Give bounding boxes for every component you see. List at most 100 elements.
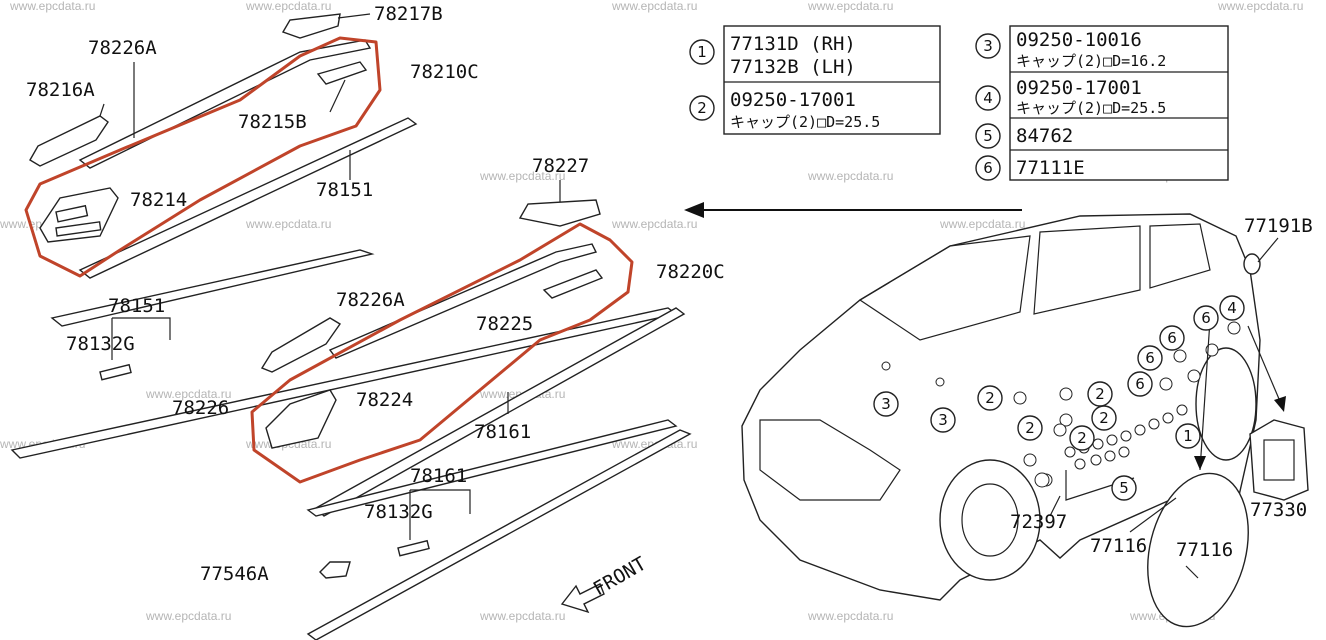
legend-text: 09250-10016 [1016,29,1142,51]
svg-text:2: 2 [1077,429,1087,447]
rear-wheel [1195,347,1257,461]
watermark: www.epcdata.ru [245,0,331,13]
watermark: www.epcdata.ru [245,217,331,231]
callout-1[interactable]: 1 [1175,423,1201,449]
callout-6[interactable]: 6 [1127,371,1153,397]
label-78227[interactable]: 78227 [532,155,589,177]
label-78225[interactable]: 78225 [476,313,533,335]
legend-table-right: 3 09250-10016 キャップ(2)□D=16.2 4 09250-170… [975,25,1229,181]
watermark: www.epcdata.ru [807,0,893,13]
legend-number: 3 [983,37,993,55]
front-arrow-icon [560,583,605,614]
callout-2[interactable]: 2 [1069,425,1095,451]
label-77546a[interactable]: 77546A [200,563,269,585]
label-72397[interactable]: 72397 [1010,511,1067,533]
part-labels: 78217B 78226A 78210C 78216A 78215B 78214… [26,3,1313,600]
svg-text:6: 6 [1135,375,1145,393]
svg-text:2: 2 [985,389,995,407]
legend-text: キャップ(2)□D=25.5 [1016,99,1166,117]
callout-2[interactable]: 2 [977,385,1003,411]
callout-2[interactable]: 2 [1087,381,1113,407]
legend-number: 2 [697,99,707,117]
label-78226a[interactable]: 78226A [336,289,405,311]
legend-text: キャップ(2)□D=25.5 [730,113,880,131]
callout-6[interactable]: 6 [1193,305,1219,331]
svg-text:1: 1 [1183,427,1193,445]
label-77116[interactable]: 77116 [1176,539,1233,561]
bracket-78225[interactable] [542,269,604,299]
label-78215b[interactable]: 78215B [238,111,307,133]
label-77116[interactable]: 77116 [1090,535,1147,557]
watermark: www.epcdata.ru [1217,0,1303,13]
watermark: www.epcdata.ru [807,609,893,623]
svg-text:4: 4 [1227,299,1237,317]
legend-number: 6 [983,159,993,177]
label-78224[interactable]: 78224 [356,389,413,411]
label-77191b[interactable]: 77191B [1244,215,1313,237]
end-cap-78217b[interactable] [281,13,341,39]
label-78216a[interactable]: 78216A [26,79,95,101]
callout-2[interactable]: 2 [1091,405,1117,431]
highlight-outline-upper [24,36,382,278]
label-78220c[interactable]: 78220C [656,261,725,283]
svg-text:6: 6 [1201,309,1211,327]
watermark: www.epcdata.ru [611,217,697,231]
callout-5[interactable]: 5 [1111,475,1137,501]
svg-text:6: 6 [1145,349,1155,367]
svg-text:5: 5 [1119,479,1129,497]
label-77330[interactable]: 77330 [1250,499,1307,521]
svg-text:3: 3 [938,411,948,429]
svg-text:2: 2 [1095,385,1105,403]
callout-2[interactable]: 2 [1017,415,1043,441]
front-wheel [939,459,1041,581]
legend-text: 09250-17001 [1016,77,1142,99]
legend-text: 84762 [1016,125,1073,147]
cover-78216a[interactable] [29,115,109,167]
watermark: www.epcdata.ru [611,0,697,13]
legend-number: 5 [983,127,993,145]
watermark: www.epcdata.ru [9,0,95,13]
label-78214[interactable]: 78214 [130,189,187,211]
pointer-arrow [684,202,1022,218]
callout-4[interactable]: 4 [1219,295,1245,321]
svg-text:6: 6 [1167,329,1177,347]
middle-rail-group [250,180,692,640]
upper-rail-group [10,13,678,459]
label-78161[interactable]: 78161 [474,421,531,443]
callout-3[interactable]: 3 [930,407,956,433]
label-78151[interactable]: 78151 [108,295,165,317]
grommet-77191b[interactable] [1243,253,1261,275]
watermark: www.epcdata.ru [145,609,231,623]
moulding-78151-left[interactable] [50,249,375,327]
wheel-arch-cover-77116[interactable] [1133,463,1264,638]
label-78210c[interactable]: 78210C [410,61,479,83]
label-front: FRONT [590,553,651,601]
label-78132g[interactable]: 78132G [364,501,433,523]
label-78161[interactable]: 78161 [410,465,467,487]
legend-text: 09250-17001 [730,89,856,111]
legend-number: 1 [697,43,707,61]
legend-text: 77131D (RH) [730,33,856,55]
svg-text:2: 2 [1099,409,1109,427]
label-78132g[interactable]: 78132G [66,333,135,355]
bracket-78224[interactable] [265,389,337,449]
bracket-78215b[interactable] [316,61,368,85]
moulding-78161-low[interactable] [306,419,678,517]
label-78151[interactable]: 78151 [316,179,373,201]
label-78217b[interactable]: 78217B [374,3,443,25]
legend-table-left: 1 77131D (RH) 77132B (LH) 2 09250-17001 … [689,25,941,135]
label-78226a[interactable]: 78226A [88,37,157,59]
clip-77546a[interactable] [319,561,351,579]
watermark: www.epcdata.ru [479,169,565,183]
rail-78226a-mid[interactable] [328,243,598,359]
callout-3[interactable]: 3 [873,391,899,417]
callout-6[interactable]: 6 [1137,345,1163,371]
duct-77330[interactable] [1249,419,1309,501]
cover-78226[interactable] [260,317,342,373]
label-78226[interactable]: 78226 [172,397,229,419]
svg-text:3: 3 [881,395,891,413]
strip-78132g-low[interactable] [306,429,692,640]
callout-6[interactable]: 6 [1159,325,1185,351]
moulding-78151-top[interactable] [78,117,418,279]
end-cap-78227[interactable] [518,199,601,227]
